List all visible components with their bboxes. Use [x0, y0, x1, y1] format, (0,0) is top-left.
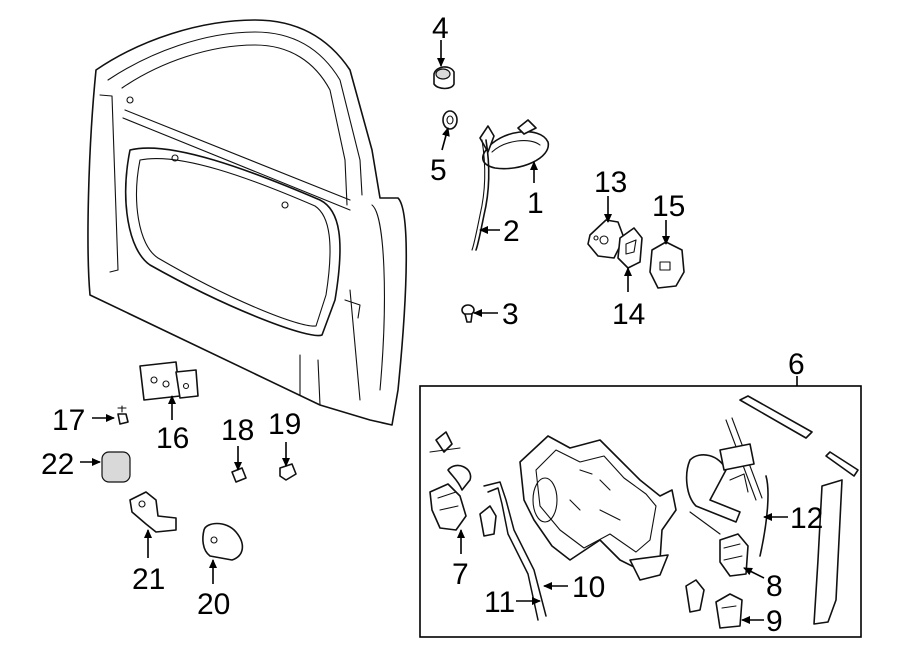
- glass-run-channel: [739, 395, 859, 625]
- callout-20: 20: [197, 588, 230, 621]
- callout-7: 7: [452, 558, 469, 591]
- callout-2: 2: [503, 215, 520, 248]
- callout-4: 4: [432, 12, 449, 45]
- callout-11: 11: [484, 586, 515, 619]
- clip-19: [279, 463, 297, 481]
- callout-15: 15: [652, 190, 685, 223]
- callout-14: 14: [612, 298, 645, 331]
- callout-6: 6: [788, 348, 805, 381]
- check-bracket: [129, 491, 177, 533]
- pad: [101, 451, 131, 483]
- clip-18: [231, 467, 247, 483]
- callout-5: 5: [430, 154, 447, 187]
- door-module-panel: [519, 435, 677, 581]
- control-rods: [483, 481, 547, 621]
- callout-22: 22: [41, 448, 74, 481]
- door-shell: [87, 19, 408, 426]
- callout-10: 10: [572, 571, 605, 604]
- door-lock-actuator: [689, 511, 749, 577]
- bolt: [117, 405, 129, 425]
- latch-cover: [715, 593, 743, 629]
- bracket-15: [649, 241, 685, 289]
- latch-small: [685, 579, 705, 613]
- bumper-plate: [202, 522, 244, 561]
- callout-9: 9: [766, 605, 783, 638]
- callout-17: 17: [52, 404, 85, 437]
- callout-3: 3: [502, 298, 519, 331]
- plug: [461, 304, 475, 323]
- cable: [759, 475, 769, 557]
- callout-12: 12: [790, 502, 823, 535]
- lock-cap: [433, 66, 455, 90]
- callout-13: 13: [594, 166, 627, 199]
- washer: [442, 110, 458, 130]
- callout-19: 19: [268, 408, 301, 441]
- callout-16: 16: [156, 422, 189, 455]
- handle-rod: [471, 139, 490, 251]
- window-regulator: [685, 417, 763, 523]
- door-hinge: [139, 361, 199, 401]
- callout-18: 18: [221, 414, 254, 447]
- bracket-14: [617, 227, 643, 269]
- outside-handle: [479, 119, 549, 170]
- assembly-box: [419, 385, 862, 638]
- callout-1: 1: [527, 187, 544, 220]
- callout-labels: 4 5 1 2 3 13 14 15 6 16 17 18 19 22 21 2…: [41, 12, 823, 638]
- callout-8: 8: [766, 570, 783, 603]
- callout-21: 21: [132, 563, 165, 596]
- lock-motor: [429, 431, 497, 537]
- callout-arrows: [80, 40, 798, 624]
